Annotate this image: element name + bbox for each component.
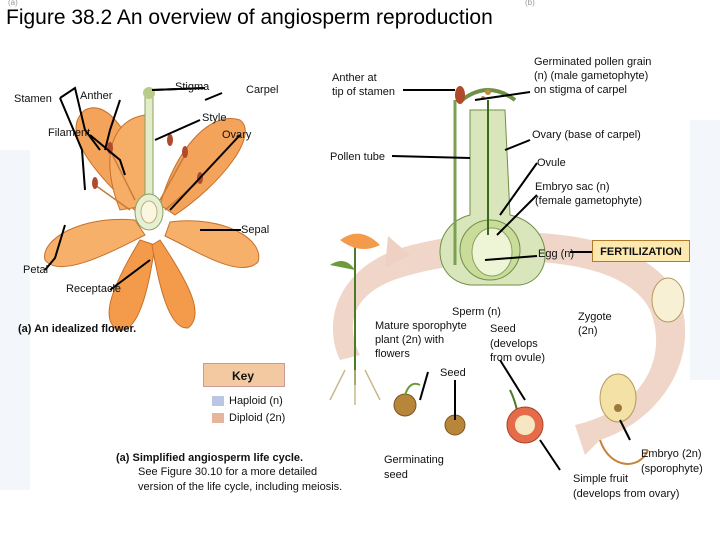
label-mature-sporophyte-3: flowers [375, 348, 410, 360]
label-mature-sporophyte-2: plant (2n) with [375, 334, 445, 346]
label-germinated-pollen-2: (n) (male gametophyte) [534, 70, 649, 82]
label-ovule: Ovule [537, 157, 566, 169]
label-seed-develops-1: Seed [490, 323, 516, 335]
figure-title: Figure 38.2 An overview of angiosperm re… [6, 6, 493, 29]
label-petal: Petal [23, 264, 49, 276]
fertilization-badge: FERTILIZATION [592, 240, 690, 262]
label-anther: Anther [80, 90, 113, 102]
life-cycle-arrow [395, 232, 686, 455]
label-simple-fruit-1: Simple fruit [573, 473, 629, 485]
label-germinated-pollen-3: on stigma of carpel [534, 84, 627, 96]
label-zygote-2: (2n) [578, 325, 598, 337]
key-haploid: Haploid (n) [229, 395, 283, 407]
leader-lines [44, 86, 631, 471]
label-germinated-pollen-1: Germinated pollen grain [534, 56, 652, 68]
label-seed: Seed [440, 367, 466, 379]
label-stamen: Stamen [14, 93, 52, 105]
label-egg: Egg (n) [538, 248, 575, 260]
label-stigma: Stigma [175, 81, 210, 93]
label-anther-tip-2: tip of stamen [332, 86, 395, 98]
label-pollen-tube: Pollen tube [330, 151, 386, 163]
label-style: Style [202, 112, 227, 124]
seed-and-plant-illustrations [329, 233, 685, 465]
label-seed-develops-3: from ovule) [490, 352, 546, 364]
diploid-swatch [212, 413, 224, 423]
label-receptacle: Receptacle [66, 283, 122, 295]
label-sepal: Sepal [241, 224, 270, 236]
key-diploid: Diploid (2n) [229, 412, 286, 424]
label-sperm: Sperm (n) [452, 306, 501, 318]
faded-background-strip [0, 150, 30, 490]
svg-text:(a): (a) [8, 0, 18, 7]
label-seed-develops-2: (develops [490, 338, 538, 350]
carpel-cross-section [439, 86, 546, 286]
label-embryo-sac-2: (female gametophyte) [535, 195, 642, 207]
label-carpel: Carpel [246, 84, 279, 96]
label-germinating-seed-2: seed [384, 469, 408, 481]
label-embryo-sac-1: Embryo sac (n) [535, 181, 610, 193]
panel-b-caption-1: (a) Simplified angiosperm life cycle. [116, 452, 304, 464]
panel-b-caption-2: See Figure 30.10 for a more detailed [138, 466, 318, 478]
panel-a-caption: (a) An idealized flower. [18, 323, 137, 335]
label-anther-tip-1: Anther at [332, 72, 377, 84]
label-ovary-base: Ovary (base of carpel) [532, 129, 641, 141]
haploid-swatch [212, 396, 224, 406]
flower-illustration [44, 87, 260, 331]
label-simple-fruit-2: (develops from ovary) [573, 488, 680, 500]
label-embryo-2: (sporophyte) [641, 463, 703, 475]
key-title: Key [203, 363, 285, 387]
label-germinating-seed-1: Germinating [384, 454, 444, 466]
label-zygote-1: Zygote [578, 311, 612, 323]
label-ovary: Ovary [222, 129, 252, 141]
panel-b-caption-3: version of the life cycle, including mei… [138, 481, 343, 493]
label-filament: Filament [48, 127, 91, 139]
svg-text:(b): (b) [525, 0, 535, 7]
label-mature-sporophyte-1: Mature sporophyte [375, 320, 467, 332]
label-embryo-1: Embryo (2n) [641, 448, 702, 460]
